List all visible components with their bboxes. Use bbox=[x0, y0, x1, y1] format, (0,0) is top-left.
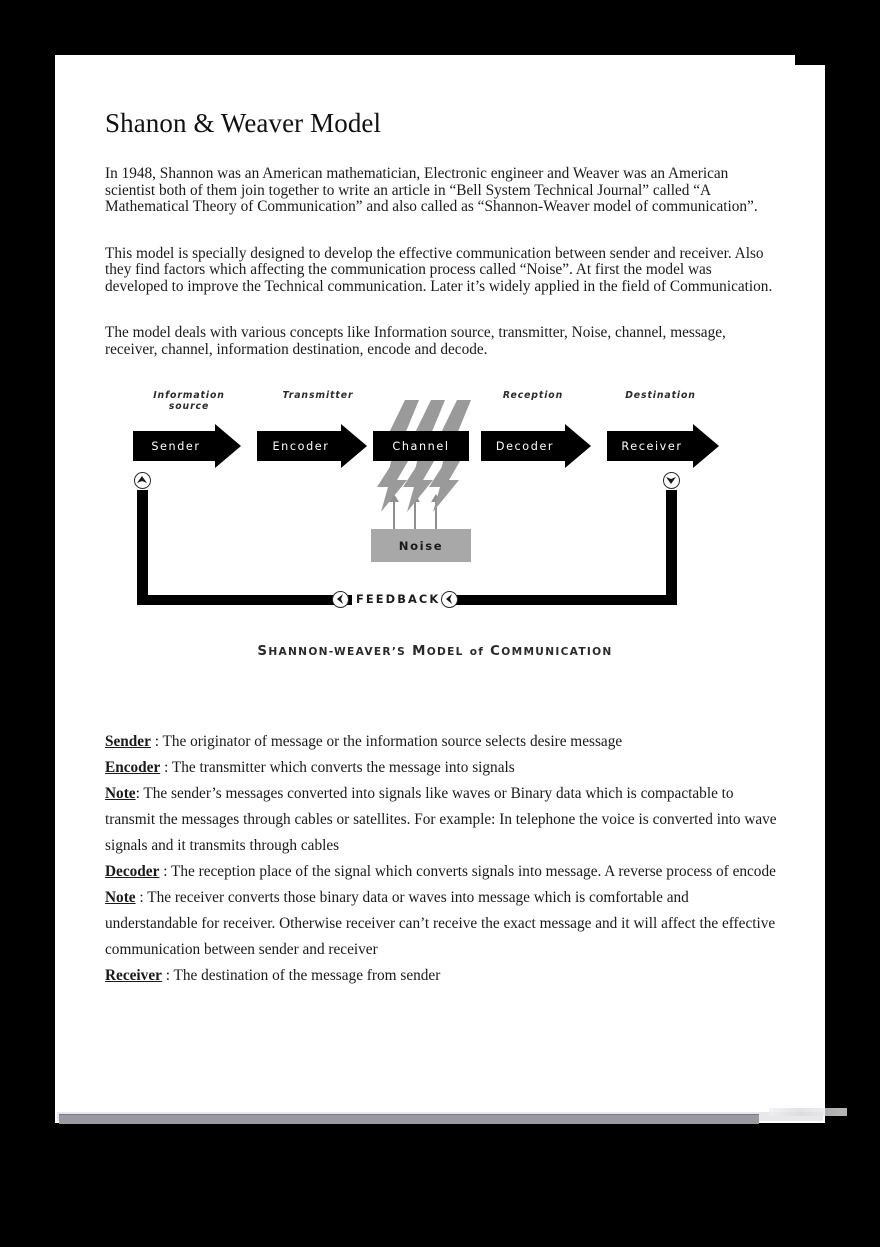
label-transmitter: Transmitter bbox=[282, 390, 354, 401]
stage-receiver: Receiver bbox=[607, 424, 719, 468]
channel-label: Channel bbox=[392, 439, 450, 453]
caption-part-m: M bbox=[412, 644, 427, 659]
encoder-label: Encoder bbox=[272, 439, 330, 453]
definition-term-encoder: Encoder bbox=[105, 759, 161, 776]
encoder-arrow-head bbox=[341, 424, 367, 468]
stage-decoder: Decoder bbox=[481, 424, 591, 468]
feedback-up-chevron-icon bbox=[134, 472, 151, 489]
scrollbar-edge-artifact bbox=[769, 1108, 847, 1116]
definition-text-note-2: The receiver converts those binary data … bbox=[105, 889, 776, 958]
decoder-box: Decoder bbox=[481, 431, 567, 461]
definition-term-decoder: Decoder bbox=[105, 863, 160, 880]
caption-part-s: S bbox=[257, 644, 269, 659]
label-information-source-line1: Information bbox=[153, 390, 225, 401]
noise-arrow-shaft-1 bbox=[393, 501, 395, 529]
scrollbar-thumb[interactable] bbox=[59, 1114, 759, 1124]
definitions-list: Sender : The originator of message or th… bbox=[105, 729, 785, 989]
noise-arrow-head-1 bbox=[389, 494, 399, 502]
feedback-left-chevron-icon-1 bbox=[332, 591, 349, 608]
definition-text-encoder: The transmitter which converts the messa… bbox=[171, 759, 515, 776]
feedback-left-chevron-icon-2 bbox=[441, 591, 458, 608]
feedback-line-right bbox=[666, 490, 677, 605]
document-page: Shanon & Weaver Model In 1948, Shannon w… bbox=[55, 55, 825, 1123]
definition-sep-note-1: : bbox=[135, 785, 144, 802]
page-corner-notch bbox=[795, 55, 825, 65]
definition-text-decoder: The reception place of the signal which … bbox=[171, 863, 776, 880]
receiver-arrow-head bbox=[693, 424, 719, 468]
noise-bolt-group-lower bbox=[377, 456, 463, 512]
caption-part-ommunication: OMMUNICATION bbox=[501, 646, 613, 658]
decoder-arrow-head bbox=[565, 424, 591, 468]
definition-note-encoder: Note: The sender’s messages converted in… bbox=[105, 781, 785, 859]
definition-text-sender: The originator of message or the informa… bbox=[162, 733, 623, 750]
definition-encoder: Encoder : The transmitter which converts… bbox=[105, 755, 785, 781]
stage-encoder: Encoder bbox=[257, 424, 367, 468]
scrollbar-track[interactable] bbox=[57, 1112, 823, 1124]
caption-part-odel: ODEL bbox=[426, 646, 464, 658]
definition-term-note-1: Note bbox=[105, 785, 136, 802]
horizontal-scrollbar[interactable] bbox=[57, 1108, 847, 1124]
caption-part-hannon-weaver: HANNON-W bbox=[268, 646, 348, 658]
sender-label: Sender bbox=[151, 439, 201, 453]
definition-receiver: Receiver : The destination of the messag… bbox=[105, 963, 785, 989]
channel-box: Channel bbox=[373, 431, 469, 461]
feedback-line-left bbox=[137, 490, 148, 605]
concepts-paragraph: The model deals with various concepts li… bbox=[105, 324, 726, 358]
decoder-label: Decoder bbox=[495, 439, 555, 453]
page-content: Shanon & Weaver Model In 1948, Shannon w… bbox=[105, 55, 785, 989]
stage-sender: Sender bbox=[133, 424, 241, 468]
definition-term-note-2: Note bbox=[105, 889, 136, 906]
definition-sep-sender: : bbox=[150, 733, 163, 750]
definition-term-sender: Sender bbox=[105, 733, 151, 750]
definition-term-receiver: Receiver bbox=[105, 967, 162, 984]
definition-note-decoder: Note : The receiver converts those binar… bbox=[105, 885, 785, 963]
caption-part-s2: S bbox=[397, 646, 407, 658]
sender-arrow-head bbox=[215, 424, 241, 468]
diagram-canvas: Information source Transmitter Reception… bbox=[123, 386, 733, 626]
intro-paragraph: In 1948, Shannon was an American mathema… bbox=[105, 165, 758, 215]
label-reception: Reception bbox=[502, 390, 564, 401]
model-purpose-paragraph: This model is specially designed to deve… bbox=[105, 244, 773, 295]
definition-text-note-1: The sender’s messages converted into sig… bbox=[105, 785, 777, 854]
definition-sender: Sender : The originator of message or th… bbox=[105, 729, 785, 755]
figure-caption: SHANNON-WEAVER’S MODEL of COMMUNICATION bbox=[105, 644, 765, 659]
sender-box: Sender bbox=[133, 431, 217, 461]
label-information-source-line2: source bbox=[168, 401, 210, 412]
receiver-label: Receiver bbox=[621, 439, 683, 453]
feedback-label: FEEDBACK bbox=[352, 592, 445, 606]
noise-box: Noise bbox=[371, 529, 471, 562]
definition-sep-note-2: : bbox=[135, 889, 148, 906]
receiver-box: Receiver bbox=[607, 431, 695, 461]
page-title: Shanon & Weaver Model bbox=[105, 108, 382, 138]
noise-arrow-shaft-2 bbox=[414, 501, 416, 529]
definition-sep-receiver: : bbox=[161, 967, 174, 984]
caption-part-of: of bbox=[469, 646, 485, 658]
caption-part-eaver: EAVER’ bbox=[347, 646, 398, 658]
definition-sep-decoder: : bbox=[159, 863, 171, 880]
label-information-source: Information source bbox=[141, 390, 237, 412]
noise-label: Noise bbox=[398, 538, 444, 553]
label-destination: Destination bbox=[625, 390, 696, 401]
definition-decoder: Decoder : The reception place of the sig… bbox=[105, 859, 785, 885]
definition-sep-encoder: : bbox=[160, 759, 172, 776]
noise-arrow-head-3 bbox=[431, 494, 441, 502]
noise-arrow-shaft-3 bbox=[435, 501, 437, 529]
definition-text-receiver: The destination of the message from send… bbox=[173, 967, 441, 984]
caption-part-c: C bbox=[490, 644, 502, 659]
encoder-box: Encoder bbox=[257, 431, 343, 461]
shannon-weaver-diagram: Information source Transmitter Reception… bbox=[105, 386, 785, 691]
feedback-down-chevron-icon bbox=[663, 472, 680, 489]
